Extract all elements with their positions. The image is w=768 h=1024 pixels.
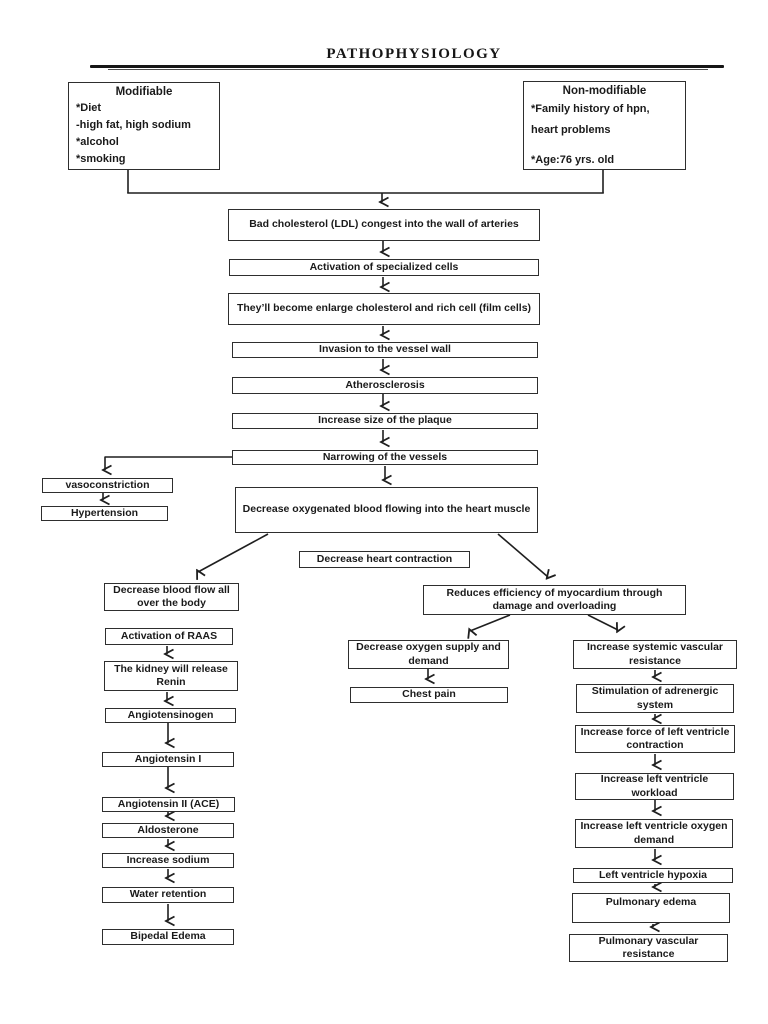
modifiable-line: *smoking — [76, 153, 126, 165]
node-bipedal-edema: Bipedal Edema — [102, 929, 234, 945]
node-vasoconstriction: vasoconstriction — [42, 478, 173, 493]
modifiable-line: *alcohol — [76, 136, 119, 148]
node-bad-cholesterol: Bad cholesterol (LDL) congest into the w… — [228, 209, 540, 241]
modifiable-factors-box: Modifiable *Diet -high fat, high sodium … — [68, 82, 220, 170]
title-underline-thin — [108, 69, 708, 70]
node-decrease-blood-flow: Decrease blood flow all over the body — [104, 583, 239, 611]
non-modifiable-line: *Family history of hpn, — [531, 103, 650, 115]
node-force-lv-contraction: Increase force of left ventricle contrac… — [575, 725, 735, 753]
modifiable-line: -high fat, high sodium — [76, 119, 191, 131]
node-angiotensin-i: Angiotensin I — [102, 752, 234, 767]
node-kidney-renin: The kidney will release Renin — [104, 661, 238, 691]
node-activation-raas: Activation of RAAS — [105, 628, 233, 645]
node-adrenergic-system: Stimulation of adrenergic system — [576, 684, 734, 713]
node-lv-oxygen-demand: Increase left ventricle oxygen demand — [575, 819, 733, 848]
modifiable-heading: Modifiable — [115, 86, 173, 98]
node-hypertension: Hypertension — [41, 506, 168, 521]
non-modifiable-line-blank — [531, 141, 678, 150]
node-invasion: Invasion to the vessel wall — [232, 342, 538, 358]
node-narrowing: Narrowing of the vessels — [232, 450, 538, 465]
node-lv-hypoxia: Left ventricle hypoxia — [573, 868, 733, 883]
node-increase-sodium: Increase sodium — [102, 853, 234, 868]
node-lv-workload: Increase left ventricle workload — [575, 773, 734, 800]
non-modifiable-line: heart problems — [531, 124, 611, 136]
node-plaque: Increase size of the plaque — [232, 413, 538, 429]
non-modifiable-heading: Non-modifiable — [562, 85, 647, 97]
node-pulmonary-vascular-resistance: Pulmonary vascular resistance — [569, 934, 728, 962]
node-aldosterone: Aldosterone — [102, 823, 234, 838]
node-angiotensinogen: Angiotensinogen — [105, 708, 236, 723]
node-decrease-oxygenated-blood: Decrease oxygenated blood flowing into t… — [235, 487, 538, 533]
node-enlarge-cells: They’ll become enlarge cholesterol and r… — [228, 293, 540, 325]
node-atherosclerosis: Atherosclerosis — [232, 377, 538, 394]
non-modifiable-factors-box: Non-modifiable *Family history of hpn, h… — [523, 81, 686, 170]
node-reduces-efficiency: Reduces efficiency of myocardium through… — [423, 585, 686, 615]
node-decrease-oxygen-supply: Decrease oxygen supply and demand — [348, 640, 509, 669]
title-underline — [90, 65, 724, 68]
non-modifiable-line: *Age:76 yrs. old — [531, 154, 615, 166]
node-angiotensin-ii-ace: Angiotensin II (ACE) — [102, 797, 235, 812]
node-decrease-heart-contraction: Decrease heart contraction — [299, 551, 470, 568]
node-activation-cells: Activation of specialized cells — [229, 259, 539, 276]
page-title: PATHOPHYSIOLOGY — [326, 46, 502, 62]
node-chest-pain: Chest pain — [350, 687, 508, 703]
modifiable-line: *Diet — [76, 102, 102, 114]
node-pulmonary-edema: Pulmonary edema — [572, 893, 730, 923]
node-systemic-vascular-resistance: Increase systemic vascular resistance — [573, 640, 737, 669]
node-water-retention: Water retention — [102, 887, 234, 903]
